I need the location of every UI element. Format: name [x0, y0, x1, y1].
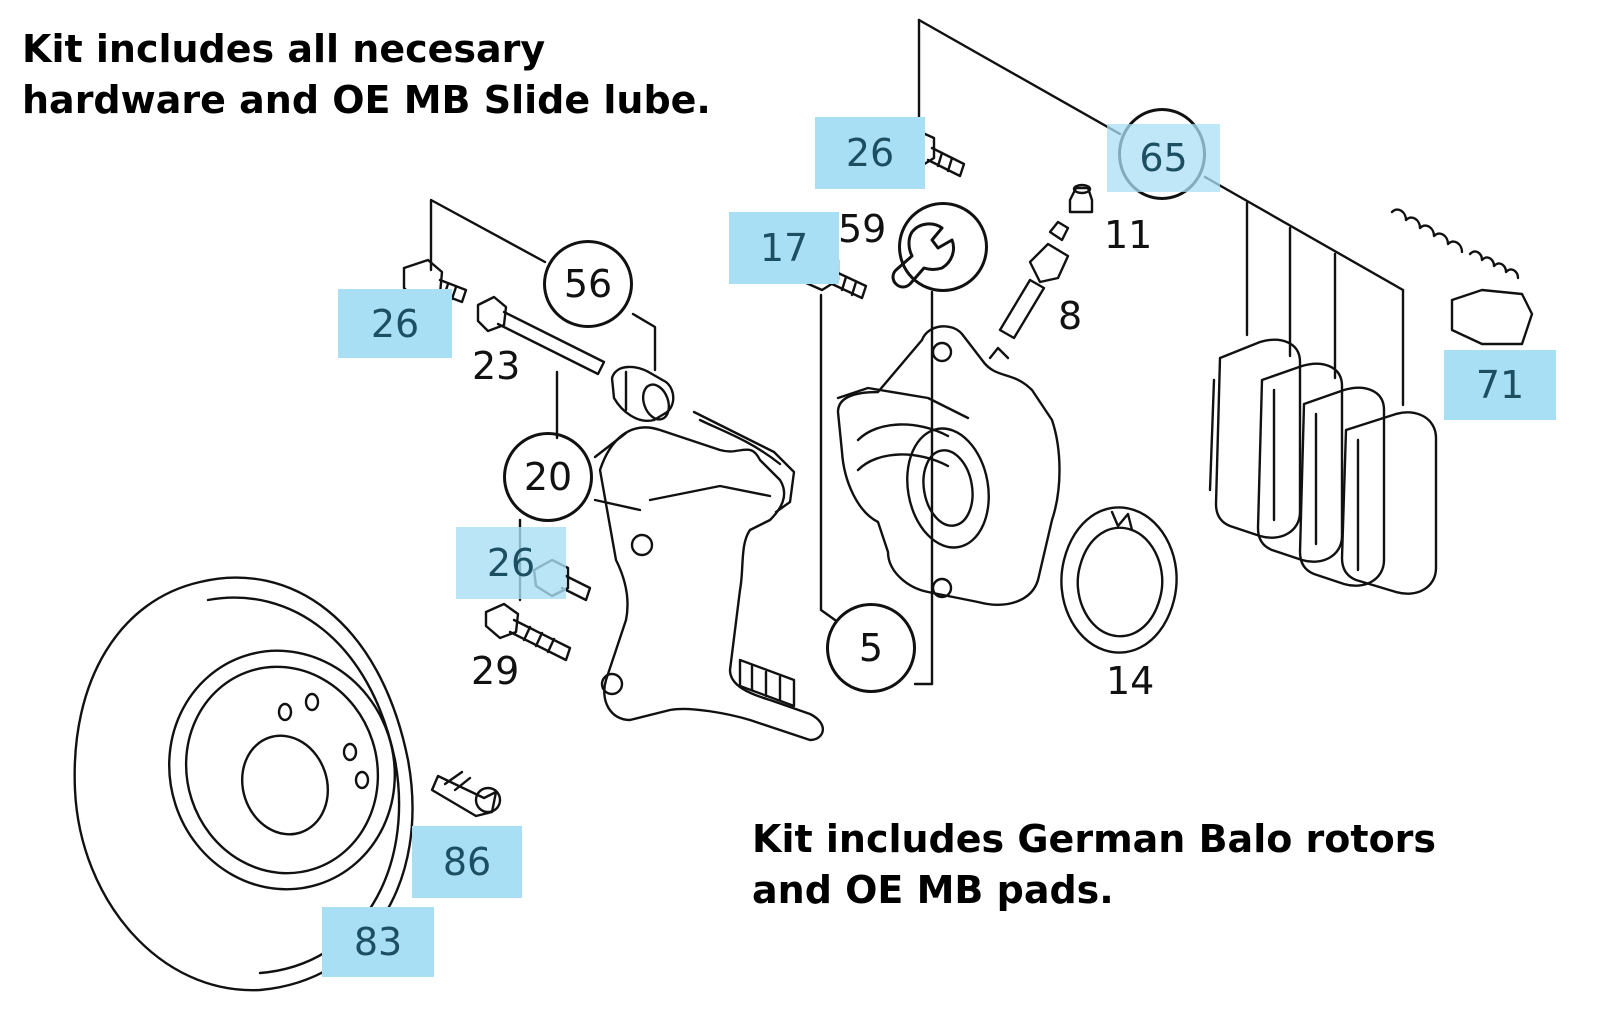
callout-29: 29	[471, 649, 520, 693]
screw-86	[432, 772, 500, 816]
highlight-65: 65	[1107, 124, 1220, 192]
callout-circle-wrench	[898, 202, 988, 292]
highlight-26-top: 26	[815, 117, 925, 189]
callout-65: 65	[1139, 136, 1188, 180]
callout-17: 17	[759, 226, 809, 270]
callout-circle-56: 56	[543, 240, 633, 328]
caliper-bracket	[600, 412, 823, 740]
callout-circle-20: 20	[503, 432, 593, 522]
callout-circle-5: 5	[826, 603, 916, 693]
highlight-26-mid: 26	[456, 527, 566, 599]
highlight-71: 71	[1444, 350, 1556, 420]
bleeder-valve	[1000, 222, 1068, 338]
highlight-86: 86	[412, 826, 522, 898]
callout-56: 56	[563, 262, 613, 306]
caption-bottom-line-2: and OE MB pads.	[752, 868, 1114, 912]
callout-83: 83	[353, 920, 403, 964]
callout-8: 8	[1058, 294, 1083, 338]
caption-top-line-2: hardware and OE MB Slide lube.	[22, 78, 711, 122]
callout-14: 14	[1106, 659, 1155, 703]
leader-lines-caliper	[821, 292, 932, 684]
highlight-26-left: 26	[338, 289, 452, 358]
anti-rattle-spring	[1061, 507, 1176, 652]
caption-top: Kit includes all necesary hardware and O…	[22, 24, 711, 126]
highlight-83: 83	[322, 907, 434, 977]
leader-lines-pads	[919, 20, 1403, 405]
guide-pin-23	[478, 297, 604, 374]
callout-26-left: 26	[370, 301, 420, 346]
bleeder-cap	[1070, 185, 1092, 212]
callout-23: 23	[472, 344, 521, 388]
callout-26-mid: 26	[486, 541, 536, 585]
callout-86: 86	[442, 840, 492, 884]
bolt-29	[486, 604, 570, 660]
caliper-housing	[838, 326, 1060, 604]
callout-71: 71	[1475, 363, 1525, 407]
callout-59: 59	[838, 207, 887, 251]
brake-pads	[1210, 340, 1436, 594]
highlight-17: 17	[729, 212, 839, 284]
wear-sensor-spring	[1392, 210, 1532, 344]
callout-5: 5	[858, 626, 884, 670]
callout-11: 11	[1104, 213, 1153, 257]
caption-bottom: Kit includes German Balo rotors and OE M…	[752, 814, 1436, 916]
caption-bottom-line-1: Kit includes German Balo rotors	[752, 817, 1437, 861]
caption-top-line-1: Kit includes all necesary	[22, 27, 546, 71]
rotor	[75, 578, 426, 991]
callout-20: 20	[523, 455, 573, 499]
callout-26-top: 26	[845, 131, 895, 175]
bushing	[612, 367, 673, 423]
